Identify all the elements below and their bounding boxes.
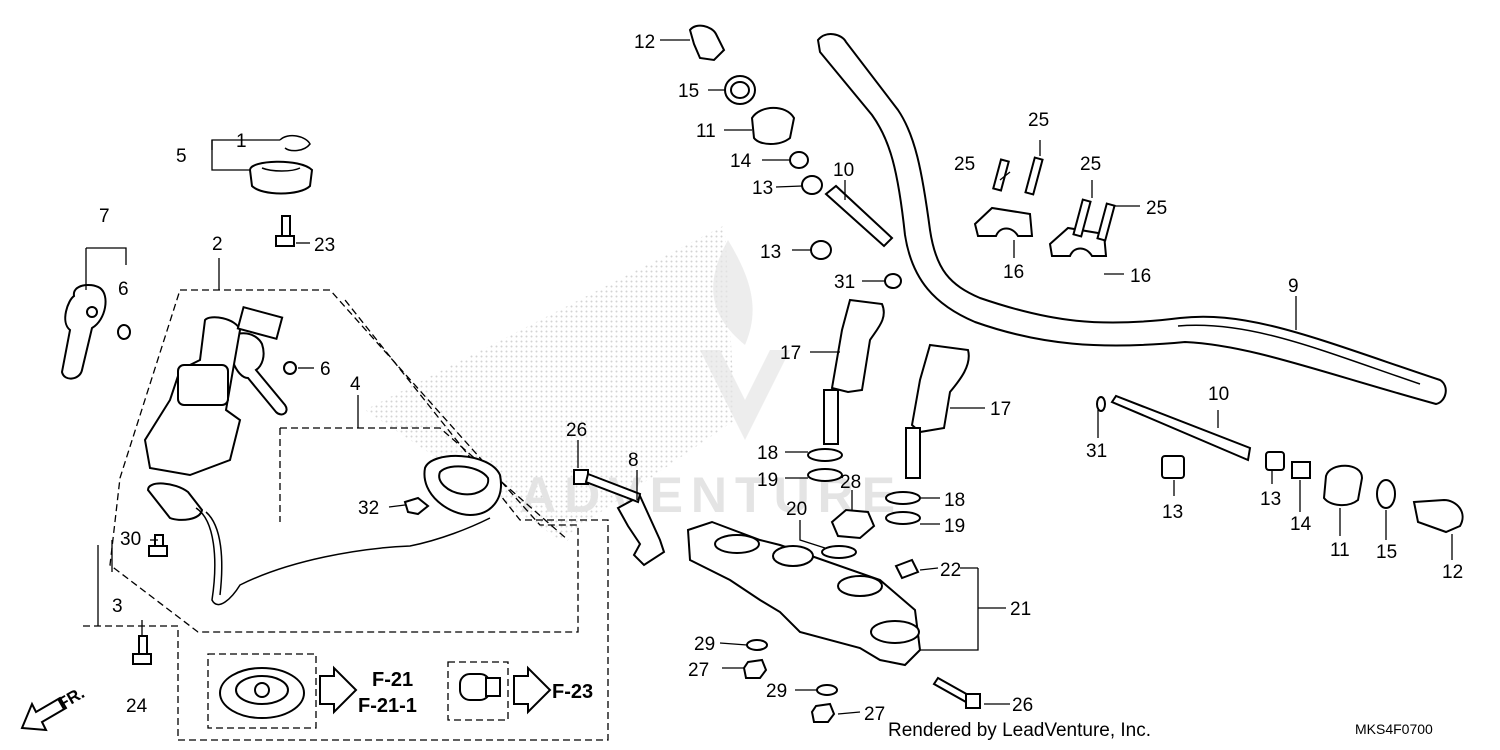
reference-f23: F-23 [552,681,593,703]
reference-f21-1: F-21-1 [358,695,417,717]
callout-14b: 14 [1290,514,1312,535]
callout-25a: 25 [954,154,975,175]
washers [807,448,921,580]
callout-12a: 12 [634,32,655,53]
clip-1 [279,134,311,152]
callout-23: 23 [314,235,335,256]
cover-5 [248,160,314,195]
reference-f21: F-21 [372,669,413,691]
holder-16-bottom [1048,226,1108,257]
bracket-8 [616,494,666,567]
callout-27b: 27 [864,704,885,725]
ignition-switch [143,305,491,606]
cap-part [459,673,501,701]
callout-19b: 19 [944,516,965,537]
callout-13d: 13 [1260,489,1281,510]
callout-7: 7 [99,206,110,227]
callout-1: 1 [236,131,247,152]
ref-arrow-2 [513,665,552,715]
callout-21: 21 [1010,599,1031,620]
nuts-27 [742,639,838,723]
leader-lines [85,39,1453,715]
callout-22: 22 [940,560,961,581]
holder-16-top [973,206,1034,237]
callout-6b: 6 [320,359,331,380]
bolt-24 [132,635,152,665]
callout-15b: 15 [1376,542,1397,563]
riser-17-right [905,343,970,479]
callout-4: 4 [350,374,361,395]
fuel-cap [219,667,305,719]
callout-18a: 18 [757,443,778,464]
ref-arrow-1 [319,665,358,715]
key-part [60,283,107,380]
callout-24: 24 [126,696,148,717]
callout-8: 8 [628,450,639,471]
washer-6b [283,361,297,375]
washer-6 [117,324,131,340]
render-credit: Rendered by LeadVenture, Inc. [888,720,1152,741]
callout-3: 3 [112,596,123,617]
bolt-30 [148,534,168,557]
callout-29b: 29 [766,681,787,702]
callout-31b: 31 [1086,441,1107,462]
callout-18b: 18 [944,490,965,511]
callout-29a: 29 [694,634,715,655]
handlebar-pipe [816,33,1447,406]
right-bar-end [1096,394,1464,534]
callout-30: 30 [120,529,141,550]
callout-25d: 25 [1146,198,1167,219]
callout-9: 9 [1288,276,1299,297]
bolt-26-left [573,469,642,504]
callout-26a: 26 [566,420,587,441]
left-bar-end [688,24,902,289]
callout-20: 20 [786,499,807,520]
callout-16b: 16 [1130,266,1151,287]
callout-25b: 25 [1028,110,1049,131]
callout-14a: 14 [730,151,752,172]
callout-13b: 13 [760,242,781,263]
callout-17a: 17 [780,343,801,364]
callout-11b: 11 [1330,540,1350,561]
callout-13c: 13 [1162,502,1183,523]
screw-32 [403,496,430,516]
callout-10b: 10 [1208,384,1229,405]
callout-26b: 26 [1012,695,1033,716]
callout-25c: 25 [1080,154,1101,175]
fuel-cap-box [207,653,317,729]
callout-11a: 11 [696,121,716,142]
callout-17b: 17 [990,399,1011,420]
callout-10a: 10 [833,160,854,181]
callout-28: 28 [840,472,861,493]
bolt-26-right [932,676,981,709]
ignition-switch-group [60,134,609,741]
callout-2: 2 [212,234,223,255]
top-bridge-21 [686,520,922,667]
callout-27a: 27 [688,660,709,681]
key-part-2 [229,332,288,416]
callout-19a: 19 [757,470,778,491]
cap-part-box [447,661,509,721]
callout-12b: 12 [1442,562,1463,583]
callout-13a: 13 [752,178,773,199]
riser-17-left [823,298,885,445]
lock-assembly [423,454,502,517]
front-arrow-icon: FR. [20,683,88,732]
callout-15a: 15 [678,81,699,102]
callout-6: 6 [118,279,129,300]
callout-5: 5 [176,146,187,167]
callout-16a: 16 [1003,262,1024,283]
bolt-23 [275,215,295,247]
callout-labels: 1 5 7 6 2 23 6 4 30 3 24 32 12 15 11 14 … [99,32,1463,725]
callout-32: 32 [358,498,379,519]
diagram-code: MKS4F0700 [1355,721,1433,737]
callout-31a: 31 [834,272,855,293]
